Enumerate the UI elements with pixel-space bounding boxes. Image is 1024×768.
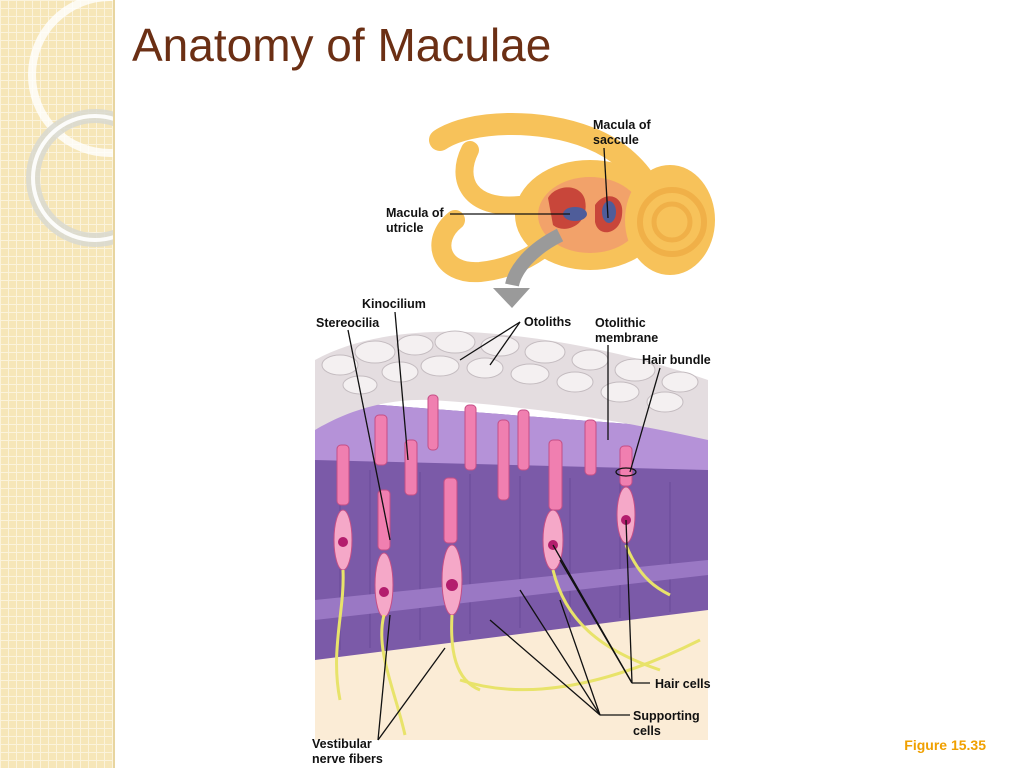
label-otoliths: Otoliths [524, 315, 572, 329]
decorative-sidebar [0, 0, 115, 768]
label-hair-bundle: Hair bundle [642, 353, 711, 367]
sidebar-border [113, 0, 115, 768]
figure-caption: Figure 15.35 [904, 737, 986, 753]
label-kinocilium: Kinocilium [362, 297, 426, 311]
label-stereocilia: Stereocilia [316, 316, 380, 330]
inner-ear-illustration [429, 112, 715, 283]
label-vestibular-nerve-fibers: Vestibular nerve fibers [312, 737, 383, 766]
macula-anatomy-diagram [315, 112, 715, 741]
macula-tissue-block [315, 330, 708, 740]
label-macula-of-saccule: Macula of saccule [593, 118, 651, 147]
label-hair-cells: Hair cells [655, 677, 711, 691]
label-supporting-cells: Supporting cells [633, 709, 700, 738]
label-macula-of-utricle: Macula of utricle [386, 206, 444, 235]
sidebar-circles [26, 0, 115, 247]
label-otolithic-membrane: Otolithic membrane [595, 316, 659, 345]
slide-title: Anatomy of Maculae [132, 19, 552, 71]
